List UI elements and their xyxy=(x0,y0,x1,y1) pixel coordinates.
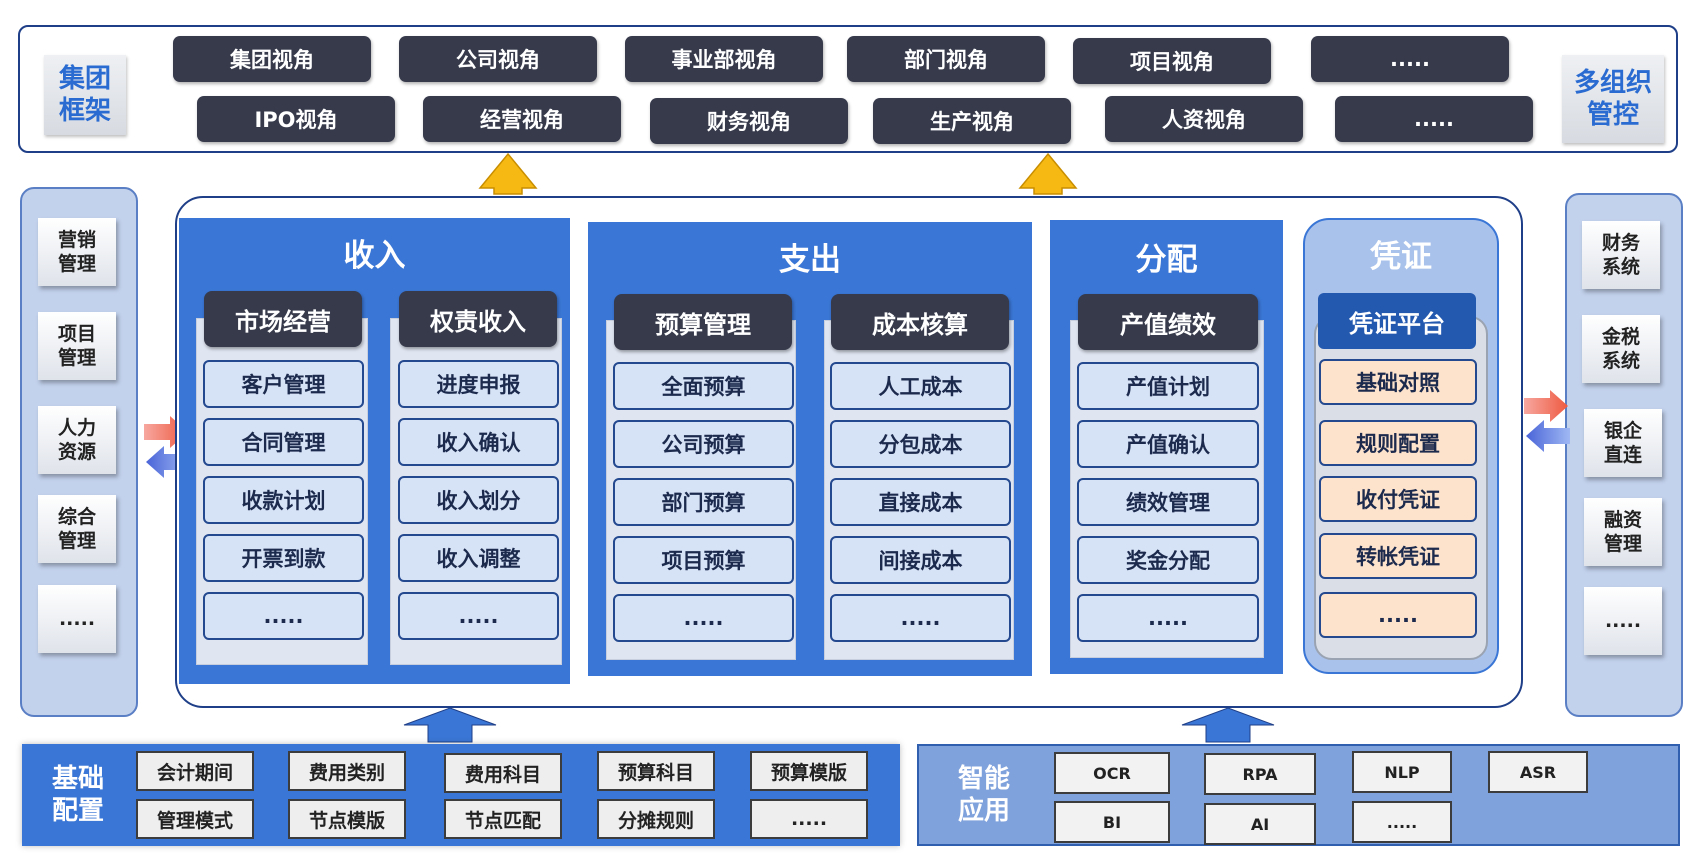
distribution-item: 绩效管理 xyxy=(1077,478,1259,526)
expense-item: 公司预算 xyxy=(613,420,794,468)
config-item: 费用类别 xyxy=(288,751,406,791)
up-arrow-yellow-right xyxy=(1018,152,1078,196)
expense-item: ..... xyxy=(613,594,794,642)
section-expense-title: 支出 xyxy=(779,241,841,278)
basic-config-title: 基础 配置 xyxy=(51,764,104,826)
income-item: 合同管理 xyxy=(203,418,364,466)
distribution-item: ..... xyxy=(1077,594,1259,642)
view-department: 部门视角 xyxy=(847,36,1045,82)
voucher-item: 基础对照 xyxy=(1319,359,1477,405)
view-more-2: ..... xyxy=(1335,96,1533,142)
smart-item-ai: AI xyxy=(1204,803,1316,845)
income-item: 进度申报 xyxy=(398,360,559,408)
voucher-item: ..... xyxy=(1319,592,1477,638)
smart-item-bi: BI xyxy=(1054,801,1170,843)
view-division: 事业部视角 xyxy=(625,36,823,82)
expense-item: 分包成本 xyxy=(830,420,1011,468)
section-distribution-title: 分配 xyxy=(1135,241,1198,278)
config-item: 会计期间 xyxy=(136,751,254,791)
distribution-col-header: 产值绩效 xyxy=(1078,294,1258,350)
smart-item-more: ..... xyxy=(1352,801,1452,843)
left-item-marketing: 营销 管理 xyxy=(38,218,116,286)
income-item: 开票到款 xyxy=(203,534,364,582)
config-item: ..... xyxy=(750,799,868,839)
income-item: 客户管理 xyxy=(203,360,364,408)
section-voucher-title: 凭证 xyxy=(1370,238,1432,275)
config-item: 预算科目 xyxy=(597,751,715,791)
income-item: 收入确认 xyxy=(398,418,559,466)
voucher-item: 收付凭证 xyxy=(1319,476,1477,522)
config-item: 预算模版 xyxy=(750,751,868,791)
expense-item: 项目预算 xyxy=(613,536,794,584)
expense-item: 直接成本 xyxy=(830,478,1011,526)
left-item-hr: 人力 资源 xyxy=(38,406,116,474)
right-item-more: ..... xyxy=(1584,587,1662,655)
view-production: 生产视角 xyxy=(873,98,1071,144)
config-item: 节点匹配 xyxy=(444,799,562,839)
config-item: 节点模版 xyxy=(288,799,406,839)
up-arrow-yellow-left xyxy=(478,152,538,196)
right-item-finance: 财务 系统 xyxy=(1582,221,1660,289)
expense-col2-header: 成本核算 xyxy=(831,294,1009,350)
config-item: 管理模式 xyxy=(136,799,254,839)
view-group: 集团视角 xyxy=(173,36,371,82)
distribution-item: 奖金分配 xyxy=(1077,536,1259,584)
income-col1-header: 市场经营 xyxy=(204,291,362,347)
config-item: 费用科目 xyxy=(444,753,562,793)
smart-item-rpa: RPA xyxy=(1204,753,1316,795)
expense-item: ..... xyxy=(830,594,1011,642)
right-item-tax: 金税 系统 xyxy=(1582,315,1660,383)
expense-col1-header: 预算管理 xyxy=(614,294,792,350)
left-item-more: ..... xyxy=(38,585,116,653)
left-item-project: 项目 管理 xyxy=(38,312,116,380)
income-item: 收入调整 xyxy=(398,534,559,582)
exchange-arrows-right xyxy=(1522,388,1572,462)
left-item-general: 综合 管理 xyxy=(38,495,116,563)
view-hr: 人资视角 xyxy=(1105,96,1303,142)
expense-item: 人工成本 xyxy=(830,362,1011,410)
up-arrow-blue-right xyxy=(1180,707,1276,743)
group-framework-label: 集团 框架 xyxy=(44,55,126,135)
expense-item: 全面预算 xyxy=(613,362,794,410)
income-item: ..... xyxy=(398,592,559,640)
smart-item-nlp: NLP xyxy=(1352,751,1452,793)
voucher-item: 转帐凭证 xyxy=(1319,533,1477,579)
multi-org-control-label: 多组织 管控 xyxy=(1562,55,1664,143)
voucher-platform-header: 凭证平台 xyxy=(1318,293,1476,349)
smart-apps-title: 智能 应用 xyxy=(957,764,1010,826)
income-item: 收款计划 xyxy=(203,476,364,524)
section-income-title: 收入 xyxy=(343,237,406,274)
income-item: ..... xyxy=(203,592,364,640)
config-item: 分摊规则 xyxy=(597,799,715,839)
expense-item: 间接成本 xyxy=(830,536,1011,584)
view-finance: 财务视角 xyxy=(650,98,848,144)
smart-item-ocr: OCR xyxy=(1054,752,1170,794)
income-item: 收入划分 xyxy=(398,476,559,524)
view-ipo: IPO视角 xyxy=(197,96,395,142)
voucher-item: 规则配置 xyxy=(1319,420,1477,466)
right-item-bank: 银企 直连 xyxy=(1584,409,1662,477)
view-operation: 经营视角 xyxy=(423,96,621,142)
up-arrow-blue-left xyxy=(402,707,498,743)
expense-item: 部门预算 xyxy=(613,478,794,526)
smart-item-asr: ASR xyxy=(1488,751,1588,793)
view-more-1: ..... xyxy=(1311,36,1509,82)
distribution-item: 产值确认 xyxy=(1077,420,1259,468)
view-company: 公司视角 xyxy=(399,36,597,82)
right-item-financing: 融资 管理 xyxy=(1584,498,1662,566)
distribution-item: 产值计划 xyxy=(1077,362,1259,410)
view-project: 项目视角 xyxy=(1073,38,1271,84)
income-col2-header: 权责收入 xyxy=(399,291,557,347)
